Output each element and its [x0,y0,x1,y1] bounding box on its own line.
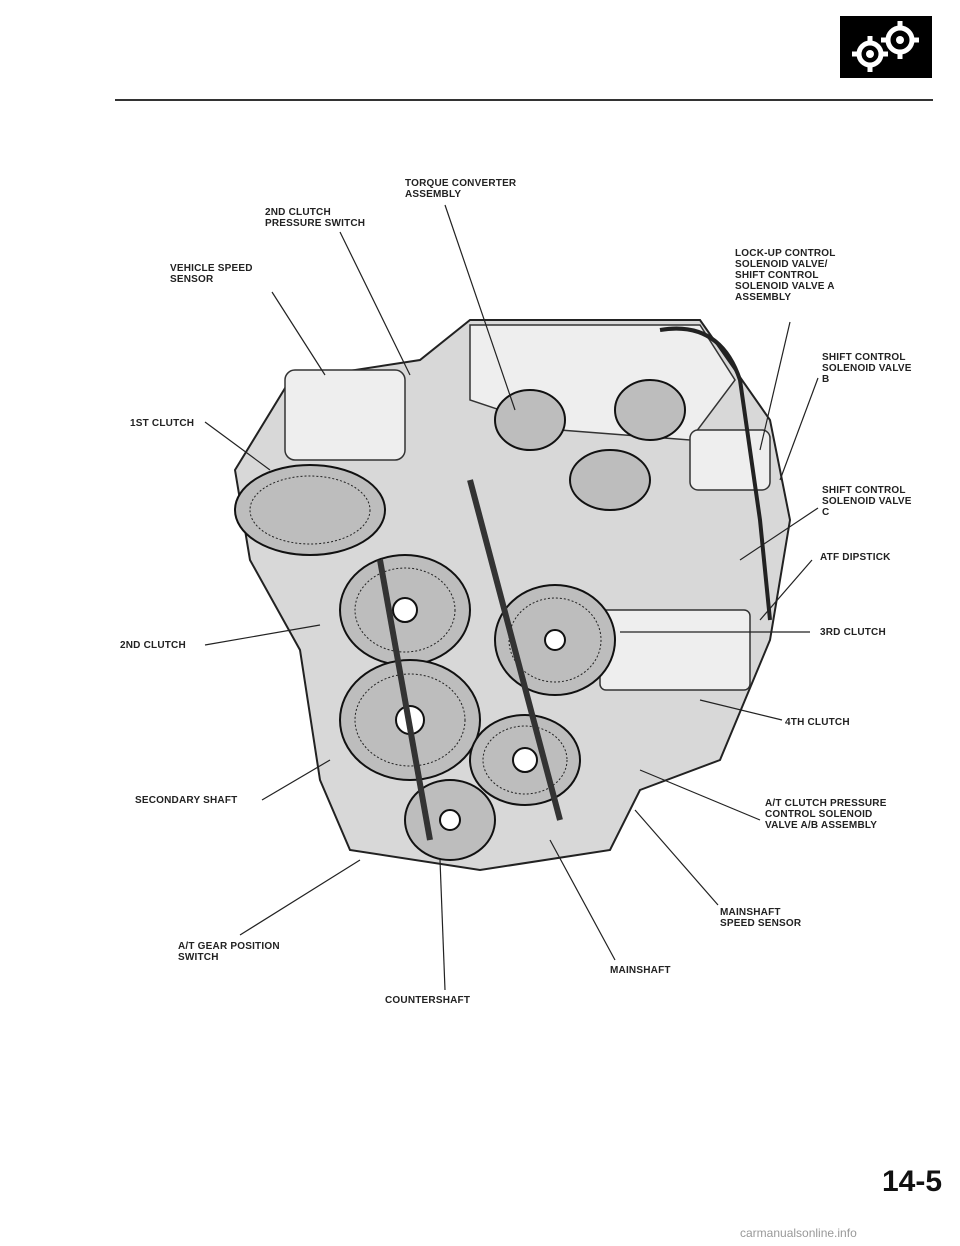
header-rule [115,99,933,101]
label-shift-solenoid-c: SHIFT CONTROL SOLENOID VALVE C [822,485,912,518]
label-lockup-solenoid-assembly: LOCK-UP CONTROL SOLENOID VALVE/ SHIFT CO… [735,248,836,303]
label-4th-clutch: 4TH CLUTCH [785,717,850,728]
gears-icon [840,16,932,78]
label-torque-converter: TORQUE CONVERTER ASSEMBLY [405,178,517,200]
label-mainshaft: MAINSHAFT [610,965,671,976]
page-number: 14-5 [882,1165,943,1198]
label-2nd-clutch-pressure-switch: 2ND CLUTCH PRESSURE SWITCH [265,207,366,229]
label-pressure-control-solenoid: A/T CLUTCH PRESSURE CONTROL SOLENOID VAL… [765,798,887,831]
label-mainshaft-speed-sensor: MAINSHAFT SPEED SENSOR [720,907,802,929]
label-secondary-shaft: SECONDARY SHAFT [135,795,238,806]
label-2nd-clutch: 2ND CLUTCH [120,640,186,651]
footer-watermark: carmanualsonline.info [740,1226,857,1240]
label-countershaft: COUNTERSHAFT [385,995,471,1006]
label-1st-clutch: 1ST CLUTCH [130,418,195,429]
label-gear-position-switch: A/T GEAR POSITION SWITCH [178,941,280,963]
label-atf-dipstick: ATF DIPSTICK [820,552,891,563]
label-vehicle-speed-sensor: VEHICLE SPEED SENSOR [170,263,253,285]
label-3rd-clutch: 3RD CLUTCH [820,627,886,638]
label-shift-solenoid-b: SHIFT CONTROL SOLENOID VALVE B [822,352,912,385]
